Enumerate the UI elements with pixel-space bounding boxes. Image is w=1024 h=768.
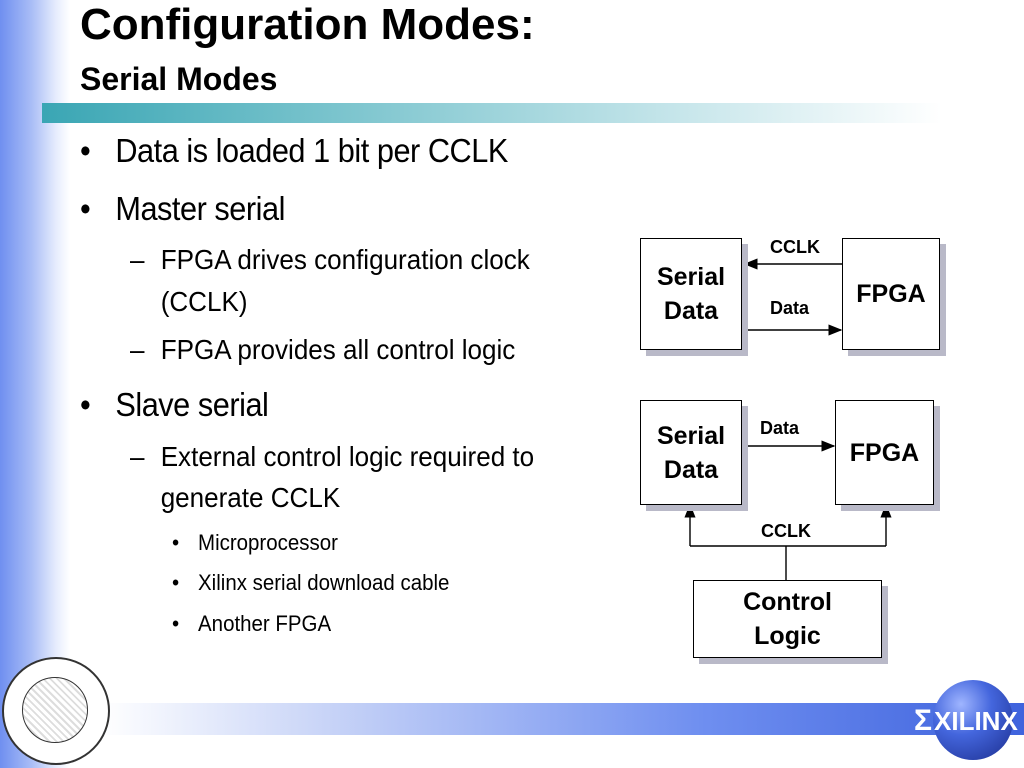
box-label-line: Control: [743, 588, 832, 616]
bullet-glyph: •: [80, 132, 91, 169]
sub-sub-bullet-text: Microprocessor: [198, 530, 338, 555]
bullet-text: Data is loaded 1 bit per CCLK: [115, 132, 508, 169]
slide-subtitle: Serial Modes: [80, 61, 278, 97]
sub-bullet-text: (CCLK): [160, 286, 248, 317]
bullet-glyph: •: [80, 386, 91, 423]
master-data-label: Data: [770, 298, 810, 318]
seal-building-emblem: [22, 677, 88, 743]
box-label-line: Serial: [656, 263, 726, 291]
sub-bullet-text: generate CCLK: [160, 482, 341, 513]
dash-glyph: –: [130, 334, 145, 365]
footer-gradient-bar: [100, 703, 1024, 735]
master-cclk-label: CCLK: [770, 237, 820, 257]
box-label-line: Data: [663, 455, 719, 484]
dash-glyph: –: [130, 441, 145, 472]
xilinx-logo-text: XILINX: [934, 706, 1018, 736]
sub-bullet-text: External control logic required to: [160, 441, 535, 472]
control-logic-box: Control Logic: [693, 580, 882, 658]
left-gradient-band: [0, 0, 70, 768]
box-label-line: Data: [663, 297, 719, 325]
sub-sub-bullet-text: Xilinx serial download cable: [198, 570, 450, 595]
slave-fpga-box: FPGA: [835, 400, 934, 505]
bullet-text: Slave serial: [115, 386, 269, 423]
sub-bullet-text: FPGA provides all control logic: [160, 334, 516, 365]
xilinx-mark-icon: Σ: [914, 704, 933, 737]
slide-title: Configuration Modes:: [80, 0, 535, 49]
box-label-line: Logic: [754, 622, 821, 650]
title-underline-bar: [42, 103, 942, 123]
bullet-text: Master serial: [115, 190, 285, 227]
box-label-line: Serial: [656, 421, 726, 450]
xilinx-globe-icon: [933, 680, 1013, 760]
box-label: FPGA: [856, 280, 926, 308]
bullet-glyph: •: [172, 530, 180, 555]
university-seal-logo: [2, 657, 110, 765]
master-fpga-box: FPGA: [842, 238, 940, 350]
master-serial-data-box: Serial Data: [640, 238, 742, 350]
dash-glyph: –: [130, 244, 145, 275]
xilinx-logo: ΣXILINX: [914, 704, 1018, 738]
box-label: FPGA: [849, 438, 920, 467]
slave-data-label: Data: [760, 418, 800, 438]
bullet-glyph: •: [172, 611, 180, 636]
sub-bullet-text: FPGA drives configuration clock: [160, 244, 530, 275]
slave-cclk-label: CCLK: [761, 521, 811, 541]
slave-serial-data-box: Serial Data: [640, 400, 742, 505]
bullet-glyph: •: [172, 570, 180, 595]
bullet-glyph: •: [80, 190, 91, 227]
sub-sub-bullet-text: Another FPGA: [198, 611, 332, 636]
